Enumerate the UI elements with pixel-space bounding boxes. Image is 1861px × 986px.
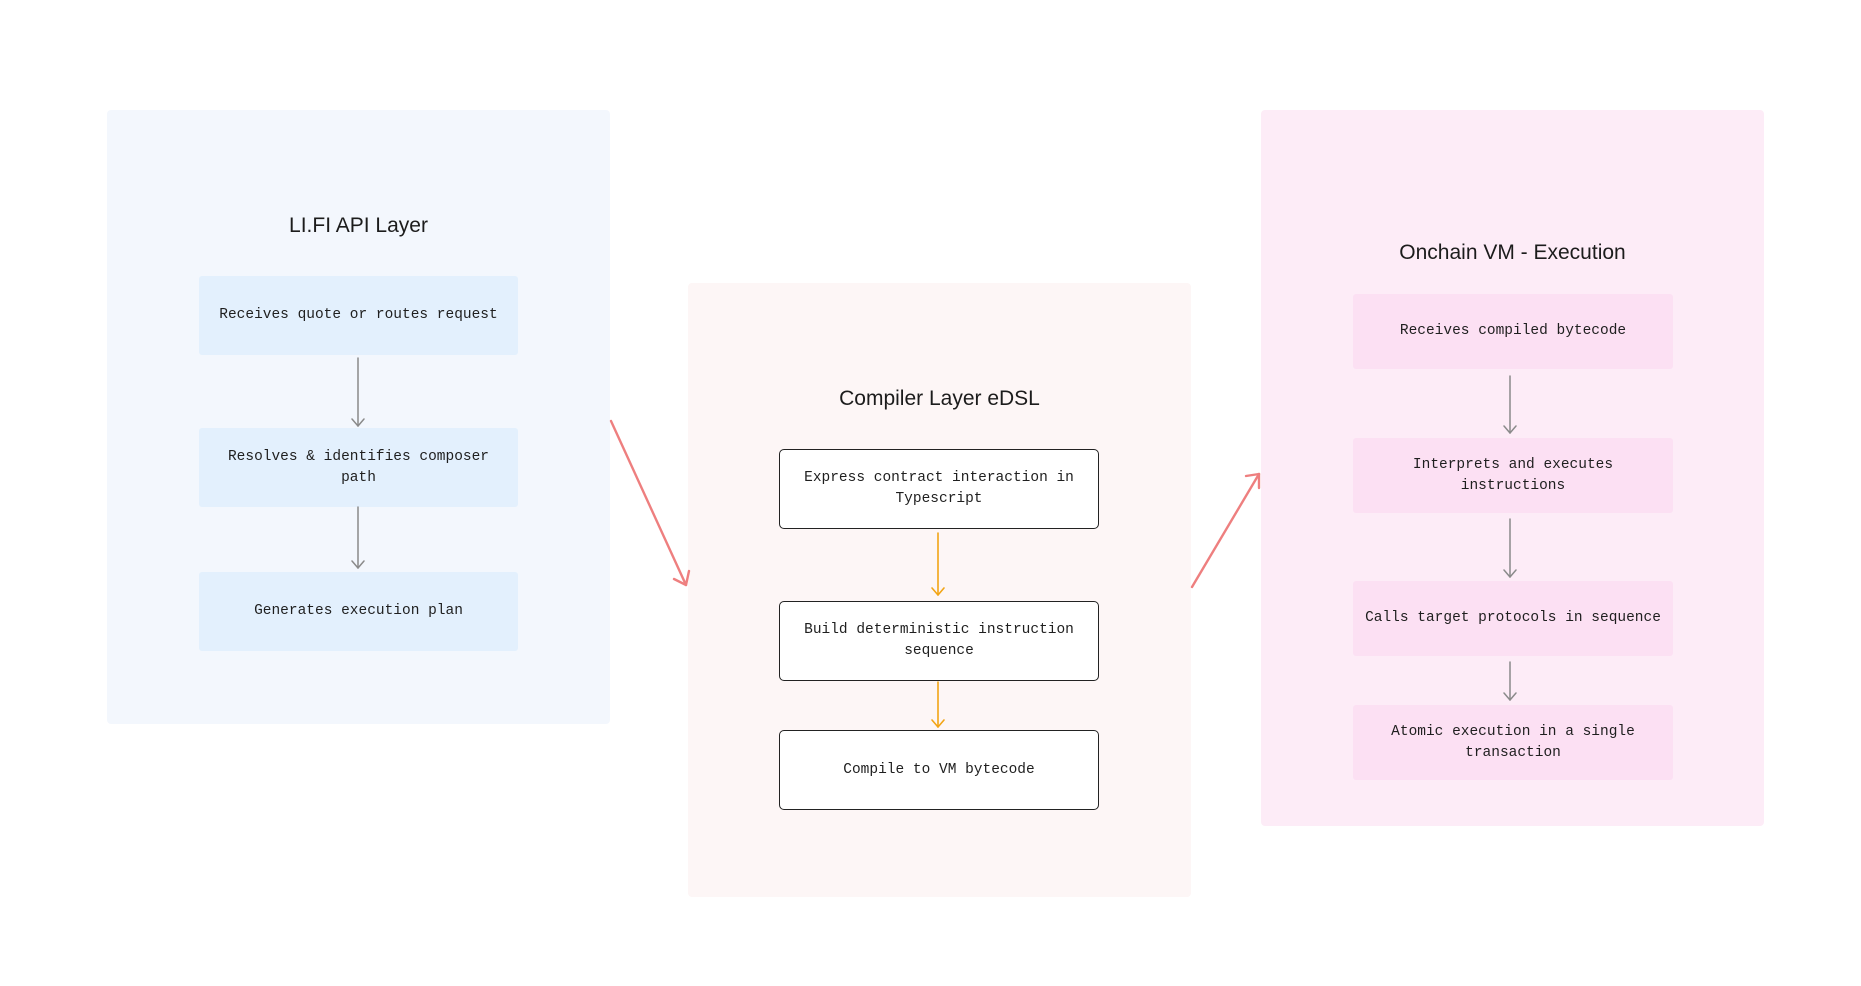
api-to-compiler-arrow: [609, 419, 691, 587]
vm-layer-title: Onchain VM - Execution: [1399, 241, 1626, 264]
compiler-step-express-interaction: Express contract interaction in Typescri…: [779, 449, 1099, 529]
vm-step-interpret-execute: Interprets and executes instructions: [1353, 438, 1673, 513]
compiler-layer-title: Compiler Layer eDSL: [839, 387, 1040, 410]
vm-step-atomic-execution: Atomic execution in a single transaction: [1353, 705, 1673, 780]
api-step-generate-plan: Generates execution plan: [199, 572, 518, 651]
compiler-to-vm-arrow: [1190, 472, 1261, 589]
vm-layer-panel: Onchain VM - Execution Receives compiled…: [1261, 110, 1764, 826]
api-layer-panel: LI.FI API Layer Receives quote or routes…: [107, 110, 610, 724]
vm-step-call-protocols: Calls target protocols in sequence: [1353, 581, 1673, 656]
compiler-step-build-sequence: Build deterministic instruction sequence: [779, 601, 1099, 681]
compiler-step-compile-bytecode: Compile to VM bytecode: [779, 730, 1099, 810]
vm-step-receive-bytecode: Receives compiled bytecode: [1353, 294, 1673, 369]
api-step-receive-request: Receives quote or routes request: [199, 276, 518, 355]
compiler-layer-panel: Compiler Layer eDSL Express contract int…: [688, 283, 1191, 897]
api-step-resolve-path: Resolves & identifies composer path: [199, 428, 518, 507]
api-layer-title: LI.FI API Layer: [289, 214, 428, 237]
